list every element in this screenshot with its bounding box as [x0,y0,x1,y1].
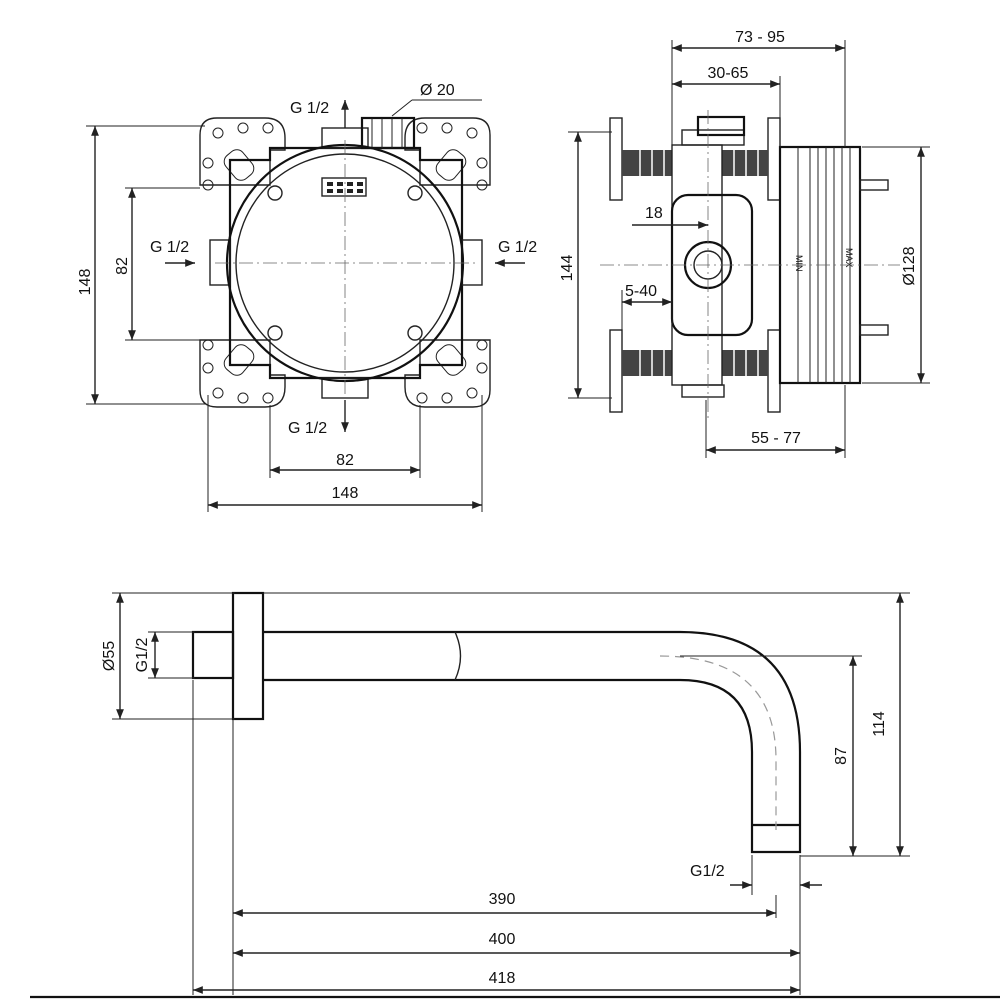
spout-view: Ø55 G1/2 87 114 G1/2 390 400 418 [30,591,1000,999]
rear-depth-range-label: 55 - 77 [751,430,801,447]
inner-depth-range-label: 30-65 [708,65,749,82]
side-view: MIN MAX 73 - 95 30-65 144 18 5-40 Ø128 [559,29,930,458]
length-418-label: 418 [489,970,516,987]
min-mark: MIN [794,255,804,272]
max-mark: MAX [844,248,854,268]
width-outer-label: 148 [332,485,359,502]
inlet-right-label: G 1/2 [498,239,537,256]
depth-range-label: 73 - 95 [735,29,785,46]
adjust-range-label: 5-40 [625,283,657,300]
offset-label: 18 [645,205,663,222]
height-label: 144 [559,255,576,282]
drop-label: 87 [833,747,850,765]
inlet-thread-label: G1/2 [134,638,151,673]
outlet-top-label: G 1/2 [290,100,329,117]
outlet-thread-label: G1/2 [690,863,725,880]
port-diameter-label: Ø 20 [420,82,455,99]
rosette-diameter-label: Ø55 [101,641,118,671]
diameter-label: Ø128 [901,246,918,285]
height-inner-label: 82 [114,257,131,275]
height-outer-label: 148 [77,269,94,296]
inlet-left-label: G 1/2 [150,239,189,256]
outlet-bottom-label: G 1/2 [288,420,327,437]
width-inner-label: 82 [336,452,354,469]
length-400-label: 400 [489,931,516,948]
front-view: G 1/2 G 1/2 G 1/2 G 1/2 Ø 20 148 82 82 1… [77,82,537,512]
total-height-label: 114 [871,711,888,737]
length-390-label: 390 [489,891,516,908]
